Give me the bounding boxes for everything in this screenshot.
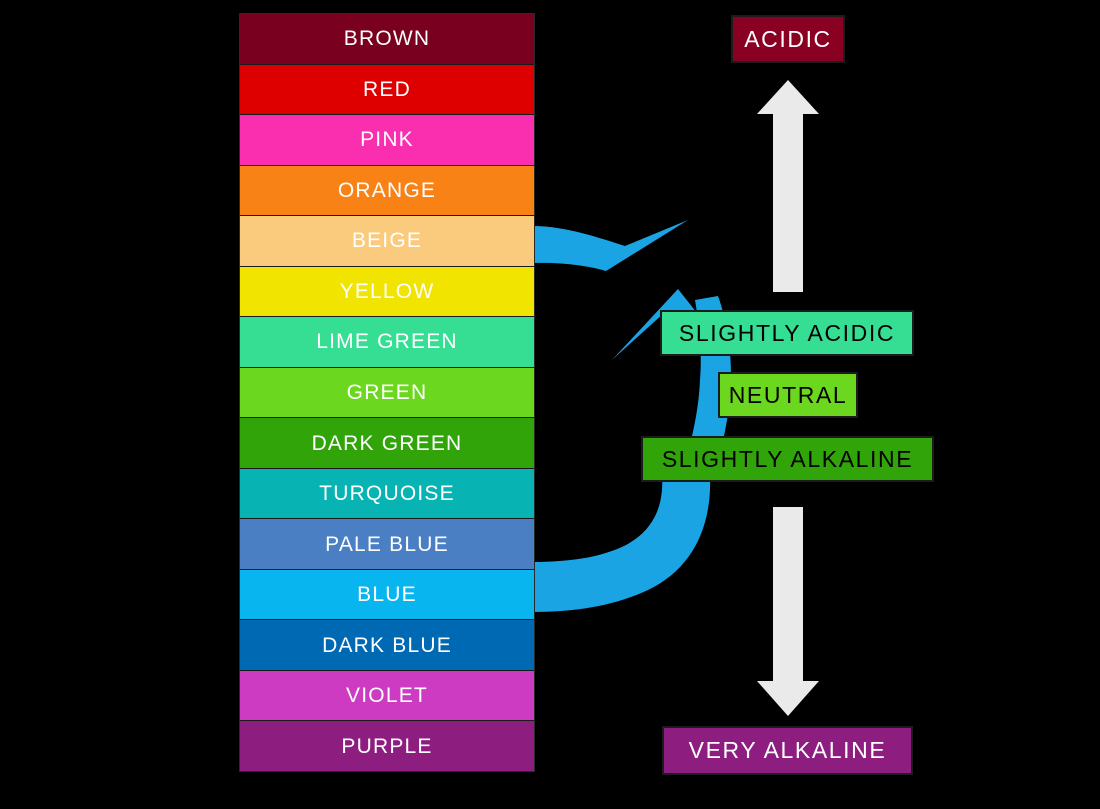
ph-label-slightly-alkaline[interactable]: SLIGHTLY ALKALINE	[641, 436, 934, 482]
color-scale-column: BROWN RED PINK ORANGE BEIGE YELLOW LIME …	[239, 13, 535, 772]
swatch-label: PINK	[360, 128, 414, 152]
swatch-row[interactable]: GREEN	[240, 367, 534, 419]
swatch-row[interactable]: ORANGE	[240, 165, 534, 217]
ph-label-very-alkaline[interactable]: VERY ALKALINE	[662, 726, 913, 775]
ph-label-acidic[interactable]: ACIDIC	[731, 15, 845, 63]
swatch-label: DARK GREEN	[311, 431, 463, 455]
blue-pointer-upper	[533, 220, 688, 271]
swatch-label: RED	[363, 77, 411, 101]
swatch-label: TURQUOISE	[319, 482, 455, 506]
swatch-row[interactable]: YELLOW	[240, 266, 534, 318]
swatch-row[interactable]: DARK GREEN	[240, 418, 534, 469]
swatch-label: LIME GREEN	[316, 330, 458, 354]
swatch-row[interactable]: PALE BLUE	[240, 519, 534, 570]
ph-label-text: VERY ALKALINE	[688, 737, 887, 763]
swatch-row[interactable]: BROWN	[240, 14, 534, 65]
swatch-label: BROWN	[343, 27, 431, 51]
swatch-row[interactable]: RED	[240, 64, 534, 116]
swatch-label: DARK BLUE	[322, 633, 452, 657]
swatch-label: BEIGE	[351, 229, 423, 253]
ph-label-text: SLIGHTLY ALKALINE	[661, 445, 914, 472]
ph-label-text: SLIGHTLY ACIDIC	[678, 319, 896, 346]
white-up-arrow	[757, 80, 819, 292]
swatch-label: BLUE	[357, 583, 417, 607]
ph-label-neutral[interactable]: NEUTRAL	[718, 372, 858, 418]
swatch-row[interactable]: BEIGE	[240, 216, 534, 267]
swatch-row[interactable]: BLUE	[240, 569, 534, 621]
swatch-label: PURPLE	[341, 734, 433, 758]
swatch-label: YELLOW	[339, 279, 435, 303]
swatch-row[interactable]: DARK BLUE	[240, 620, 534, 671]
ph-label-text: NEUTRAL	[728, 381, 848, 408]
swatch-row[interactable]: VIOLET	[240, 670, 534, 722]
white-down-arrow	[757, 507, 819, 716]
ph-label-slightly-acidic[interactable]: SLIGHTLY ACIDIC	[660, 310, 914, 356]
swatch-row[interactable]: TURQUOISE	[240, 468, 534, 520]
swatch-label: GREEN	[346, 380, 428, 404]
swatch-label: VIOLET	[346, 684, 428, 708]
swatch-label: ORANGE	[337, 178, 437, 202]
swatch-row[interactable]: LIME GREEN	[240, 317, 534, 368]
swatch-label: PALE BLUE	[325, 532, 449, 556]
swatch-row[interactable]: PURPLE	[240, 721, 534, 771]
ph-label-text: ACIDIC	[744, 25, 832, 52]
blue-pointer-mid	[612, 289, 697, 360]
swatch-row[interactable]: PINK	[240, 115, 534, 166]
blue-curve-lower	[533, 476, 711, 612]
